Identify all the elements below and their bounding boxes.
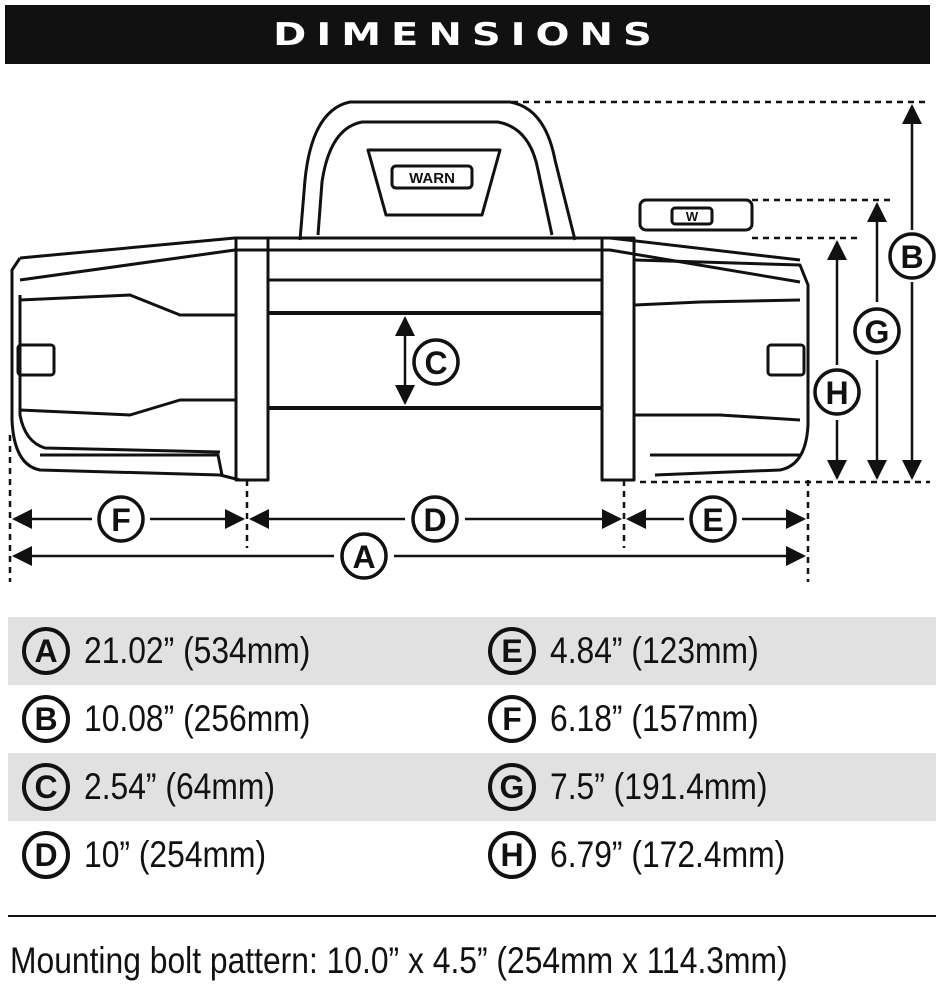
logo-box [390, 164, 474, 190]
label-g: G [865, 314, 890, 350]
label-circle-g [853, 307, 901, 355]
spec-cell-e: E 4.84” (123mm) [488, 627, 936, 675]
dimension-arrows [12, 104, 922, 566]
control-pack-inner [316, 120, 554, 236]
spec-row: D 10” (254mm) H 6.79” (172.4mm) [8, 821, 936, 889]
spec-value-b: 10.08” (256mm) [84, 698, 311, 739]
spec-cell-g: G 7.5” (191.4mm) [488, 763, 936, 811]
spec-value-h: 6.79” (172.4mm) [550, 834, 786, 875]
left-foot [40, 453, 224, 476]
left-end-tab [16, 343, 56, 377]
section-divider [8, 915, 936, 917]
body-top [19, 236, 801, 262]
spec-cell-b: B 10.08” (256mm) [8, 695, 488, 743]
page-title: DIMENSIONS [273, 16, 662, 53]
label-circle-h [813, 368, 861, 416]
spec-badge-d: D [22, 831, 70, 879]
label-h: H [825, 375, 848, 411]
winch-dimension-diagram: WARN W [8, 100, 936, 582]
logo-plate [366, 148, 502, 217]
mounting-note: Mounting bolt pattern: 10.0” x 4.5” (254… [10, 940, 788, 981]
winch-illustration [10, 100, 810, 482]
spec-cell-f: F 6.18” (157mm) [488, 695, 936, 743]
label-e: E [702, 502, 723, 538]
control-pack-outline [298, 100, 577, 241]
label-circle-c [412, 338, 460, 386]
remote-button [670, 206, 714, 226]
spec-badge-f: F [488, 695, 536, 743]
left-drum-support [234, 236, 270, 482]
spec-badge-a: A [22, 627, 70, 675]
spec-row: C 2.54” (64mm) G 7.5” (191.4mm) [8, 753, 936, 821]
remote-logo-text: W [686, 209, 699, 224]
remote-outline [638, 198, 754, 232]
spec-table: A 21.02” (534mm) E 4.84” (123mm) B 10.08… [8, 617, 936, 889]
label-circle-a [340, 532, 388, 580]
left-housing-inner [18, 295, 221, 454]
label-d: D [423, 502, 446, 538]
extension-lines [8, 100, 930, 582]
spec-value-f: 6.18” (157mm) [550, 698, 759, 739]
body-top-inner [19, 248, 801, 284]
right-housing-lower [634, 413, 801, 422]
spec-badge-h: H [488, 831, 536, 879]
spec-value-c: 2.54” (64mm) [84, 766, 275, 807]
right-end-tab [766, 343, 806, 377]
left-housing [10, 257, 241, 482]
label-circle-b [888, 232, 936, 280]
spec-cell-c: C 2.54” (64mm) [8, 763, 488, 811]
spec-cell-a: A 21.02” (534mm) [8, 627, 488, 675]
spec-value-a: 21.02” (534mm) [84, 630, 311, 671]
spec-cell-d: D 10” (254mm) [8, 831, 488, 879]
left-motor-taper-lower [19, 398, 235, 417]
spec-badge-e: E [488, 627, 536, 675]
spec-value-e: 4.84” (123mm) [550, 630, 759, 671]
spec-badge-c: C [22, 763, 70, 811]
dimension-letters: F D E A C B G H [111, 239, 923, 575]
dimension-labels [97, 232, 936, 580]
spec-badge-g: G [488, 763, 536, 811]
right-drum-support [600, 236, 636, 482]
spec-row: B 10.08” (256mm) F 6.18” (157mm) [8, 685, 936, 753]
label-b: B [900, 239, 923, 275]
spec-row: A 21.02” (534mm) E 4.84” (123mm) [8, 617, 936, 685]
spec-badge-b: B [22, 695, 70, 743]
left-motor-taper [19, 293, 235, 317]
spec-cell-h: H 6.79” (172.4mm) [488, 831, 936, 879]
spec-value-d: 10” (254mm) [84, 834, 267, 875]
logo-text: WARN [409, 170, 455, 187]
label-circle-e [689, 495, 737, 543]
right-housing-inner [633, 298, 801, 307]
label-f: F [111, 502, 131, 538]
spec-value-g: 7.5” (191.4mm) [550, 766, 768, 807]
right-housing [633, 258, 810, 477]
label-a: A [352, 539, 375, 575]
label-circle-d [411, 495, 459, 543]
header-bar: DIMENSIONS [5, 5, 930, 64]
label-circle-f [97, 495, 145, 543]
label-c: C [424, 345, 447, 381]
